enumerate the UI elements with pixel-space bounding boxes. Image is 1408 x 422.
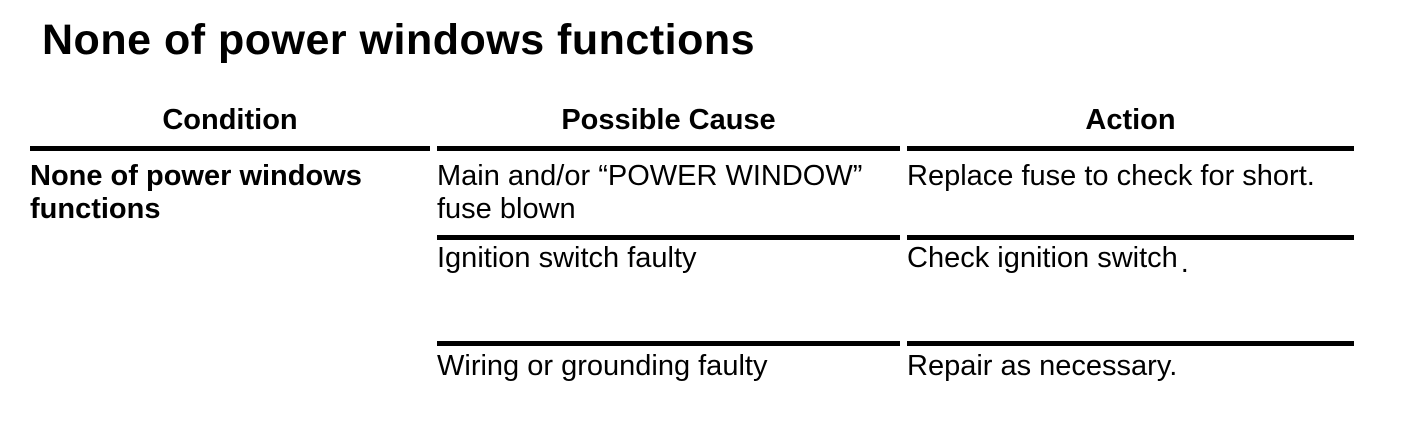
column-header-condition: Condition [30,94,430,151]
cause-cell-row1: Main and/or “POWER WINDOW” fuse blown [437,151,900,240]
action-cell-row2: Check ignition switch. [907,240,1354,346]
action-cell-row1: Replace fuse to check for short. [907,151,1354,240]
action-text-row2: Check ignition switch [907,242,1178,274]
troubleshooting-table: Condition Possible Cause Action None of … [30,94,1354,383]
condition-cell: None of power windows functions [30,160,362,225]
action-period-row2: . [1180,247,1189,279]
cause-cell-row2: Ignition switch faulty [437,240,900,346]
action-cell-row3: Repair as necessary. [907,350,1178,382]
cause-cell-row3: Wiring or grounding faulty [437,350,768,382]
column-header-possible-cause: Possible Cause [437,94,900,151]
page-title: None of power windows functions [42,16,756,64]
column-header-action: Action [907,94,1354,151]
